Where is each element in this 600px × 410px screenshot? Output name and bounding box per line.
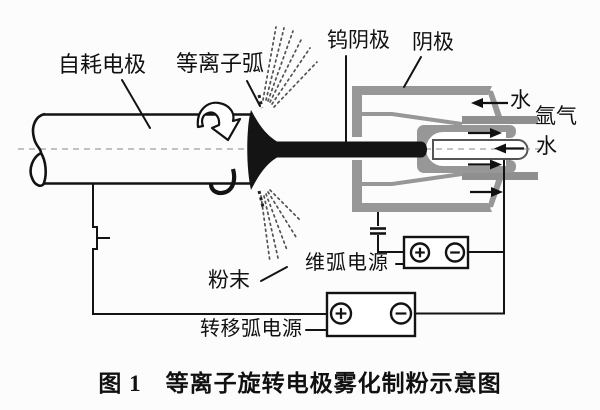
powder-spray-dots	[260, 26, 318, 263]
minus-terminal-icon	[444, 242, 466, 263]
label-consumable-electrode: 自耗电极	[58, 52, 147, 77]
label-powder: 粉末	[208, 268, 250, 292]
label-pilot-arc-supply: 维弧电源	[305, 252, 389, 274]
label-water-in: 水	[510, 88, 531, 112]
leader-plasma-arc	[246, 80, 261, 107]
leader-powder	[260, 266, 288, 282]
leader-consumable-electrode	[121, 79, 151, 129]
transfer-arc-power-supply-box	[325, 291, 417, 338]
anode-wire	[92, 184, 327, 315]
label-cathode: 阴极	[412, 30, 454, 54]
label-water-out: 水	[536, 134, 557, 158]
leader-cathode	[403, 56, 422, 88]
minus-terminal-icon	[389, 302, 413, 325]
leader-lines	[121, 55, 422, 331]
pilot-arc-power-supply-box	[402, 235, 470, 270]
label-transfer-arc-supply: 转移弧电源	[200, 318, 303, 340]
plasma-arc-flare	[247, 110, 427, 190]
label-argon-gas: 氩气	[535, 104, 577, 128]
label-tungsten-cathode: 钨阴极	[327, 28, 390, 52]
water-in-arrow	[471, 98, 508, 108]
cathode-wire	[415, 160, 505, 315]
nozzle-funnel-walls	[362, 112, 463, 186]
plus-terminal-icon	[329, 302, 353, 325]
argon-inlet-tubes	[462, 116, 538, 180]
circuit-wires	[92, 160, 505, 315]
rotation-arrow-icon	[196, 101, 242, 142]
water-out-arrow	[494, 143, 524, 154]
label-plasma-arc: 等离子弧	[176, 51, 265, 76]
powder-spray-heavy-dashes	[257, 94, 265, 208]
flow-arrows	[468, 98, 524, 197]
cathode-lead-arrow	[470, 187, 503, 197]
rotation-arrow-bottom-icon	[208, 168, 237, 196]
argon-flow-arrow-top	[468, 128, 502, 138]
figure-caption: 图 1 等离子旋转电极雾化制粉示意图	[98, 371, 502, 396]
argon-flow-arrow-bottom	[468, 159, 502, 170]
plus-terminal-icon	[409, 242, 431, 263]
broken-end-mark	[29, 151, 47, 188]
